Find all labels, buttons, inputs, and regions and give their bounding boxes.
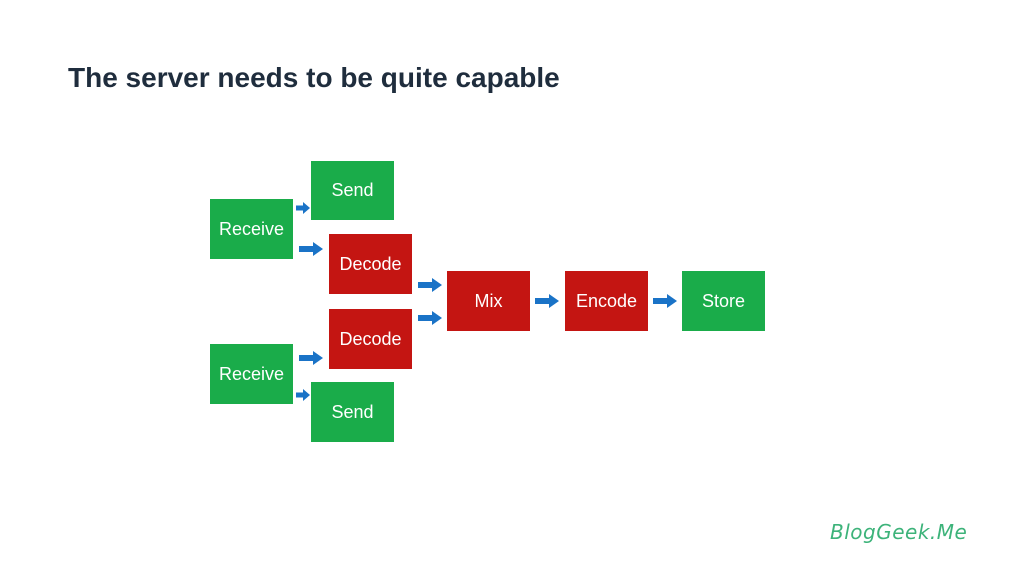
store-box: Store	[682, 271, 765, 331]
receive-top-box: Receive	[210, 199, 293, 259]
arrow-decode-top-to-mix-icon	[418, 278, 442, 292]
encode-box: Encode	[565, 271, 648, 331]
decode-bottom-box: Decode	[329, 309, 412, 369]
arrow-receive-top-to-send-icon	[296, 202, 310, 214]
arrow-mix-to-encode-icon	[535, 294, 559, 308]
arrow-receive-bottom-to-decode-icon	[299, 351, 323, 365]
receive-bottom-box: Receive	[210, 344, 293, 404]
send-bottom-box: Send	[311, 382, 394, 442]
arrow-receive-bottom-to-send-icon	[296, 389, 310, 401]
mix-box: Mix	[447, 271, 530, 331]
decode-top-box: Decode	[329, 234, 412, 294]
arrow-encode-to-store-icon	[653, 294, 677, 308]
bloggeek-logo: BlogGeek.Me	[830, 520, 968, 544]
arrow-decode-bottom-to-mix-icon	[418, 311, 442, 325]
send-top-box: Send	[311, 161, 394, 220]
slide-title: The server needs to be quite capable	[68, 62, 560, 93]
arrow-receive-top-to-decode-icon	[299, 242, 323, 256]
